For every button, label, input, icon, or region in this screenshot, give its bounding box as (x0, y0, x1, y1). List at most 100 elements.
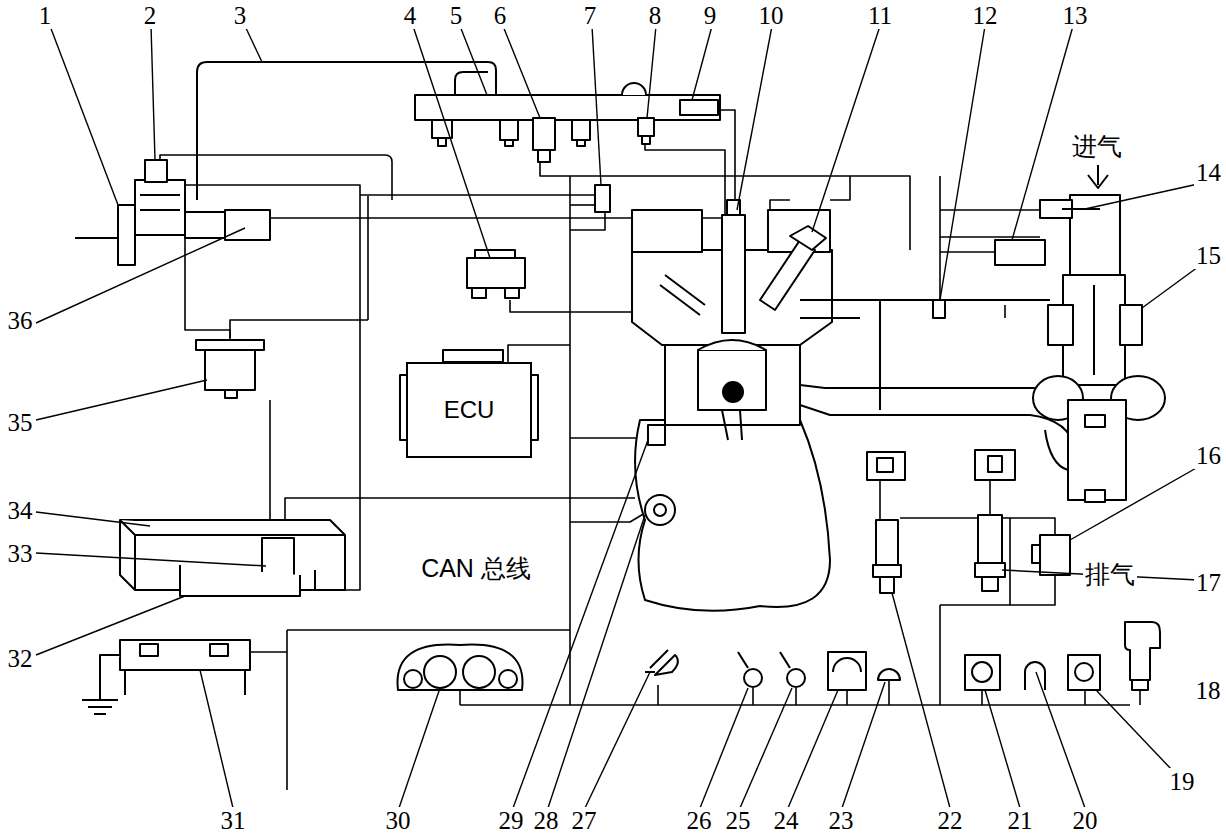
wiring-part (510, 300, 632, 312)
bottom-components-part (1075, 663, 1093, 681)
exhaust-sensors-part (873, 565, 901, 577)
sensors-top-part (475, 250, 515, 258)
leader-lines-part (692, 26, 712, 100)
engine-part (879, 300, 881, 410)
engine-part (800, 405, 1075, 450)
leader-lines-part (503, 26, 540, 118)
callout-number: 4 (402, 2, 419, 29)
node-text: ECU (444, 396, 495, 424)
bottom-components-part (1025, 662, 1045, 690)
wiring-part (508, 345, 570, 362)
engine-part (800, 385, 1035, 388)
wiring-part (285, 498, 635, 520)
wiring-part (846, 690, 848, 705)
wiring-part (230, 320, 368, 340)
annotation-text: CAN 总线 (419, 555, 533, 582)
callout-number: 24 (772, 807, 801, 834)
fuel-rail-part (642, 136, 650, 144)
wiring-part (460, 704, 1130, 706)
wiring-part (657, 685, 659, 705)
wiring-part (286, 630, 288, 790)
fuel-rail (415, 83, 720, 162)
wiring-part (459, 690, 461, 705)
callout-number: 29 (497, 807, 526, 834)
high-pressure-pump (75, 160, 270, 265)
bottom-components-part (1132, 680, 1148, 690)
leader-lines-part (36, 512, 150, 526)
fuel-system-part (196, 340, 264, 350)
fuel-system-part (225, 390, 237, 398)
high-pressure-pump-part (75, 237, 118, 239)
callout-number: 14 (1194, 159, 1223, 186)
fuel-pipes (197, 62, 496, 200)
exhaust-sensors-part (988, 456, 1002, 472)
wiring-part (367, 196, 369, 320)
turbocharger-part (1048, 305, 1073, 345)
leader-lines-part (737, 26, 772, 210)
high-pressure-pump-part (118, 205, 135, 265)
engine-part (648, 425, 665, 445)
fuel-rail-part (533, 118, 555, 150)
bottom-components-part (645, 650, 678, 675)
sensors-top-part (472, 288, 486, 298)
leader-lines-part (1070, 467, 1198, 540)
high-pressure-pump-part (140, 194, 180, 196)
bottom-components-part (878, 669, 900, 680)
fuel-rail-part (438, 138, 446, 146)
engine-part (800, 317, 860, 319)
leader-lines (36, 26, 1198, 808)
wiring-part (287, 629, 570, 631)
turbocharger-part (1093, 285, 1095, 375)
leader-lines-part (548, 515, 645, 808)
wiring-part (1139, 690, 1141, 705)
callout-number: 18 (1194, 677, 1223, 704)
exhaust-sensors-part (1040, 535, 1070, 575)
leader-lines-part (36, 553, 266, 566)
leader-lines-part (1036, 672, 1085, 808)
callout-number: 22 (936, 807, 965, 834)
sensors-top-part (995, 240, 1045, 265)
callout-number: 15 (1194, 242, 1223, 269)
callout-number: 30 (384, 807, 413, 834)
wiring-part (795, 688, 797, 705)
turbocharger-part (1085, 490, 1105, 502)
bottom-components-part (738, 652, 748, 668)
sensors-top-part (467, 258, 525, 288)
callout-number: 1 (37, 2, 54, 29)
fuel-rail-part (638, 118, 654, 136)
sensors-top-part (595, 185, 610, 212)
engine-part (635, 420, 830, 611)
exhaust-sensors-part (876, 520, 898, 565)
bottom-components-part (404, 670, 422, 688)
turbocharger-part (1088, 165, 1108, 188)
leader-lines-part (940, 26, 985, 300)
fuel-system-part (120, 640, 250, 670)
callout-number: 13 (1061, 2, 1090, 29)
leader-lines-part (1096, 690, 1172, 770)
callout-number: 11 (866, 2, 894, 29)
fuel-system-part (124, 670, 126, 695)
bottom-components-part (833, 658, 861, 672)
fuel-rail-part (680, 100, 718, 115)
fuel-rail-part (505, 140, 513, 146)
high-pressure-pump-part (140, 209, 180, 211)
callout-number: 23 (827, 807, 856, 834)
fuel-system-part (205, 350, 255, 390)
wiring-part (1004, 305, 1006, 318)
callout-number: 8 (647, 2, 664, 29)
callout-number: 21 (1006, 807, 1035, 834)
leader-lines-part (151, 26, 155, 160)
annotation-text: 进气 (1070, 133, 1124, 160)
bottom-components-part (499, 670, 517, 688)
engine-part (645, 495, 675, 525)
callout-number: 7 (582, 2, 599, 29)
leader-lines-part (245, 26, 262, 62)
bottom-components-part (828, 652, 866, 690)
leader-lines-part (513, 440, 648, 808)
wiring-part (830, 176, 850, 200)
wiring-part (185, 230, 230, 338)
callout-number: 28 (532, 807, 561, 834)
wiring-part (752, 688, 754, 705)
wiring-part (1084, 690, 1086, 705)
